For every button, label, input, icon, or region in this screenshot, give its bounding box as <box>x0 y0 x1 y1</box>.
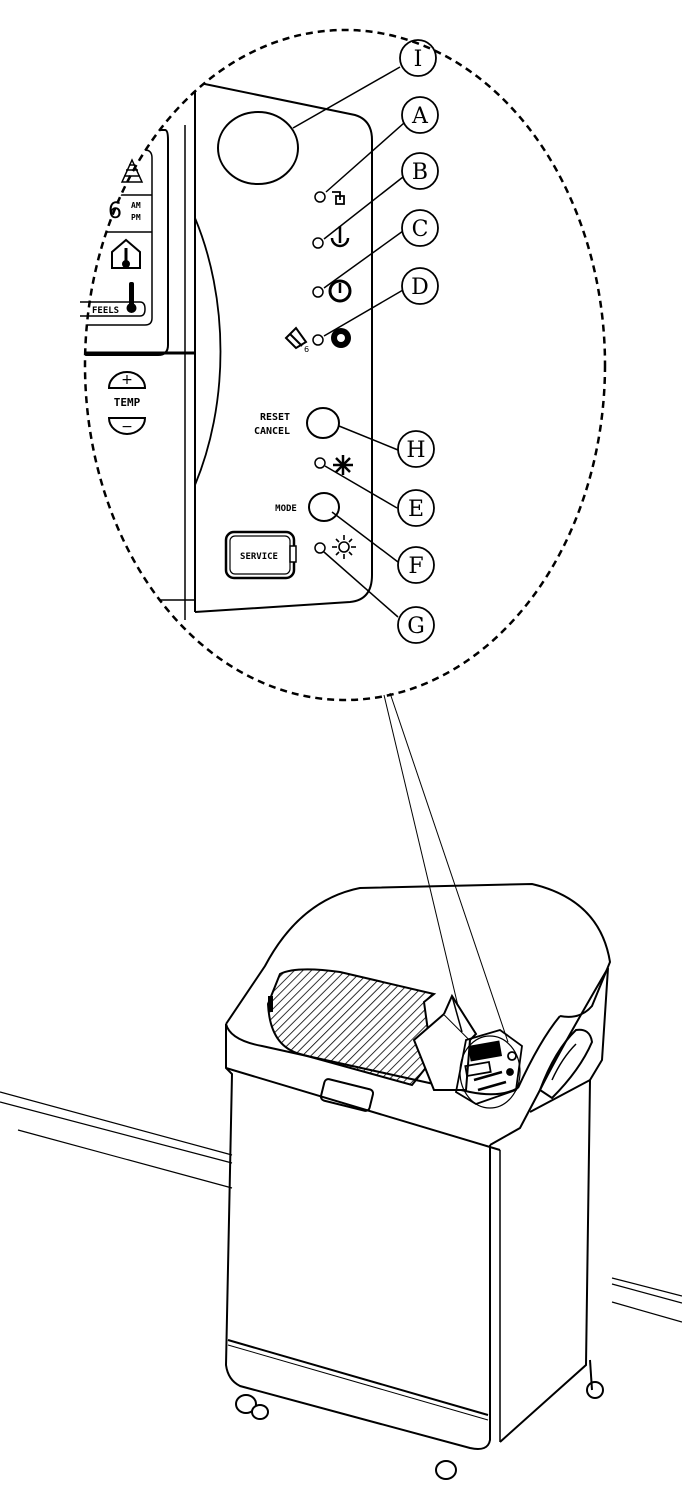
filter-subscript: 6 <box>304 345 309 354</box>
callout-a-letter: A <box>411 104 429 129</box>
sun-icon <box>332 535 356 559</box>
led-d <box>312 334 324 346</box>
callout-f-circle <box>397 546 435 584</box>
timer-icon <box>328 279 352 303</box>
service-button[interactable]: SERVICE <box>224 530 297 580</box>
control-lid <box>412 993 478 1091</box>
wheel-front-right <box>435 1460 457 1480</box>
callout-i-circle <box>399 39 437 77</box>
reset-label: RESET <box>260 412 290 423</box>
mode-label: MODE <box>275 504 297 514</box>
temp-plus-label: + <box>121 372 133 388</box>
callout-h-letter: H <box>406 438 425 463</box>
led-c <box>312 286 324 298</box>
callout-e-circle <box>397 489 435 527</box>
snowflake-icon <box>333 455 353 475</box>
wheel-back-right <box>586 1381 604 1399</box>
callout-g-circle <box>397 606 435 644</box>
callout-c-circle <box>401 209 439 247</box>
vent-latch <box>268 996 273 1012</box>
callout-a-circle <box>401 96 439 134</box>
temp-label: TEMP <box>114 396 141 409</box>
wheel-front-left <box>235 1394 257 1414</box>
callout-c-letter: C <box>412 217 429 242</box>
feels-label: FEELS <box>92 306 119 316</box>
display-contents: 6 AM PM FEELS <box>80 158 146 317</box>
air-conditioner-unit <box>224 882 612 1480</box>
callout-letters: I A B C D H E F G <box>406 47 429 639</box>
reset-cancel-button[interactable] <box>306 407 340 439</box>
display-window <box>85 149 153 326</box>
indicator-leds <box>312 191 326 554</box>
zoom-ellipse <box>83 28 607 702</box>
temp-button[interactable]: + − TEMP <box>107 371 147 435</box>
zoom-detail <box>85 80 373 620</box>
unit-control-panel <box>454 1029 523 1109</box>
floor-lines <box>0 1091 682 1323</box>
am-label: AM <box>131 201 141 210</box>
callout-d-circle <box>401 267 439 305</box>
callout-g-letter: G <box>407 614 425 639</box>
wheel-back-left <box>251 1404 269 1420</box>
temp-minus-label: − <box>121 419 133 435</box>
callout-e-letter: E <box>408 497 424 522</box>
callout-b-circle <box>401 152 439 190</box>
zoom-connector-left <box>383 694 469 1049</box>
fan-icon <box>332 191 345 205</box>
top-vent-grille <box>266 968 437 1087</box>
callout-f-letter: F <box>408 554 423 579</box>
led-e <box>314 457 326 469</box>
thermometer-house-icon <box>111 238 141 269</box>
callout-b-letter: B <box>412 160 428 185</box>
callout-h-circle <box>397 430 435 468</box>
feels-thermometer-icon <box>126 282 137 313</box>
gear-icon <box>331 328 351 348</box>
callouts <box>397 39 439 644</box>
power-icon <box>330 226 350 248</box>
filter-icon <box>284 326 308 350</box>
unit-top-outline <box>225 882 612 1025</box>
pm-label: PM <box>131 213 141 222</box>
service-label: SERVICE <box>240 552 278 562</box>
callout-d-letter: D <box>411 275 429 300</box>
led-g <box>314 542 326 554</box>
leader-lines <box>292 66 405 618</box>
unit-body <box>224 1024 491 1450</box>
mode-button[interactable] <box>308 492 340 522</box>
led-a <box>314 191 326 203</box>
control-panel-outline <box>194 81 373 613</box>
cancel-label: CANCEL <box>254 426 290 437</box>
panel-arc <box>194 217 222 486</box>
zoom-connector-right <box>389 692 509 1043</box>
knob-i[interactable] <box>217 111 299 185</box>
led-b <box>312 237 324 249</box>
humidity-icon <box>120 158 144 183</box>
callout-i-letter: I <box>414 47 423 72</box>
